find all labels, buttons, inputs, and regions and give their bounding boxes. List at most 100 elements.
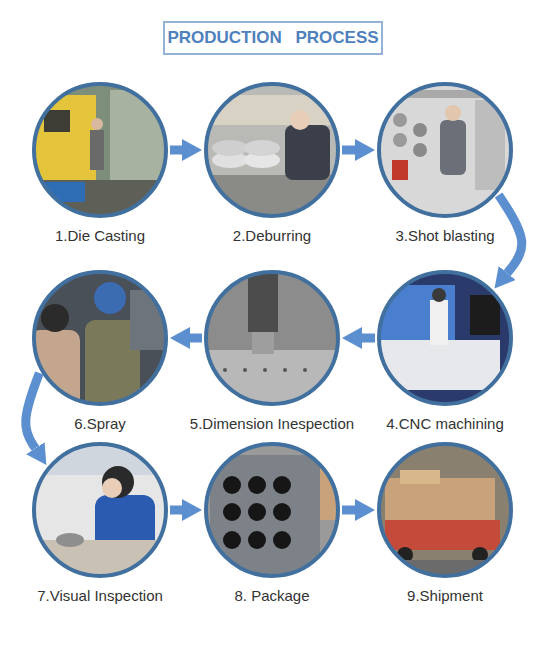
photo-detail xyxy=(393,133,407,147)
photo-detail xyxy=(200,175,345,220)
step-ring-svg xyxy=(5,82,195,218)
photo-detail xyxy=(413,123,427,137)
flow-arrow xyxy=(190,334,202,343)
photo-detail xyxy=(290,110,310,130)
photo-detail xyxy=(248,272,278,332)
photo-detail xyxy=(273,531,291,549)
step-circle xyxy=(34,444,166,576)
process-step: 5.Dimension Inespection xyxy=(177,270,367,446)
photo-detail xyxy=(248,476,266,494)
flow-arrow xyxy=(26,373,40,448)
step-label: 9.Shipment xyxy=(350,587,540,604)
step-ring-svg xyxy=(177,270,367,406)
photo-detail xyxy=(34,95,96,185)
photo-detail xyxy=(90,130,104,170)
photo-detail xyxy=(283,368,287,372)
step-label: 5.Dimension Inespection xyxy=(177,415,367,432)
photo-detail xyxy=(94,282,126,314)
step-circle xyxy=(379,84,511,216)
step-ring-svg xyxy=(350,442,540,578)
step-circle xyxy=(206,444,338,576)
flow-arrow xyxy=(342,506,355,515)
shot-blasting-photo xyxy=(375,80,515,220)
flow-arrow xyxy=(170,146,182,155)
die-casting-photo xyxy=(30,80,170,220)
photo-detail xyxy=(223,476,241,494)
photo-detail xyxy=(223,503,241,521)
package-photo xyxy=(200,440,345,580)
step-label: 7.Visual Inspection xyxy=(5,587,195,604)
photo-detail xyxy=(102,478,122,498)
photo-detail xyxy=(430,300,448,345)
step-label: 8. Package xyxy=(177,587,367,604)
photo-detail xyxy=(41,304,69,332)
step-circle xyxy=(34,272,166,404)
step-ring-svg xyxy=(350,82,540,218)
flow-arrow xyxy=(342,146,355,155)
step-ring-svg xyxy=(350,270,540,406)
process-step: 4.CNC machining xyxy=(350,270,540,446)
process-step: 3.Shot blasting xyxy=(350,82,540,258)
photo-detail xyxy=(44,110,70,132)
photo-detail xyxy=(30,440,170,580)
process-step: 7.Visual Inspection xyxy=(5,442,195,618)
process-step: 8. Package xyxy=(177,442,367,618)
flow-arrow xyxy=(362,334,375,343)
photo-detail xyxy=(273,476,291,494)
title-box: PRODUCTION PROCESS xyxy=(163,21,383,55)
photo-detail xyxy=(30,80,170,220)
process-step: 9.Shipment xyxy=(350,442,540,618)
photo-detail xyxy=(243,368,247,372)
photo-detail xyxy=(263,368,267,372)
step-ring-svg xyxy=(177,82,367,218)
step-circle xyxy=(379,444,511,576)
deburring-photo xyxy=(200,80,345,220)
visual-inspection-photo xyxy=(30,440,170,580)
photo-detail xyxy=(285,125,330,180)
photo-detail xyxy=(393,113,407,127)
photo-detail xyxy=(375,80,515,220)
photo-detail xyxy=(375,270,515,410)
photo-detail xyxy=(273,503,291,521)
step-label: 1.Die Casting xyxy=(5,227,195,244)
photo-detail xyxy=(56,533,84,547)
photo-detail xyxy=(400,470,440,484)
step-label: 6.Spray xyxy=(5,415,195,432)
photo-detail xyxy=(248,503,266,521)
step-circle xyxy=(379,272,511,404)
photo-detail xyxy=(200,440,345,580)
flow-arrow xyxy=(499,195,522,273)
spray-photo xyxy=(30,270,170,410)
flow-arrow xyxy=(170,506,182,515)
photo-detail xyxy=(223,531,241,549)
photo-detail xyxy=(102,466,134,498)
photo-detail xyxy=(252,332,274,354)
photo-detail xyxy=(200,270,345,410)
photo-detail xyxy=(248,531,266,549)
photo-detail xyxy=(470,295,500,335)
step-circle xyxy=(206,84,338,216)
process-step: 6.Spray xyxy=(5,270,195,446)
photo-detail xyxy=(30,445,170,475)
photo-detail xyxy=(30,270,170,410)
photo-detail xyxy=(385,478,495,523)
photo-detail xyxy=(392,160,408,180)
photo-detail xyxy=(244,140,280,156)
step-ring-svg xyxy=(5,270,195,406)
photo-detail xyxy=(375,440,515,580)
step-circle xyxy=(34,84,166,216)
photo-detail xyxy=(223,368,227,372)
process-step: 1.Die Casting xyxy=(5,82,195,258)
photo-detail xyxy=(303,368,307,372)
photo-detail xyxy=(91,118,103,130)
cnc-machining-photo xyxy=(375,270,515,410)
step-label: 4.CNC machining xyxy=(350,415,540,432)
step-ring-svg xyxy=(5,442,195,578)
photo-detail xyxy=(200,80,345,220)
photo-detail xyxy=(375,90,515,98)
photo-detail xyxy=(440,120,466,175)
